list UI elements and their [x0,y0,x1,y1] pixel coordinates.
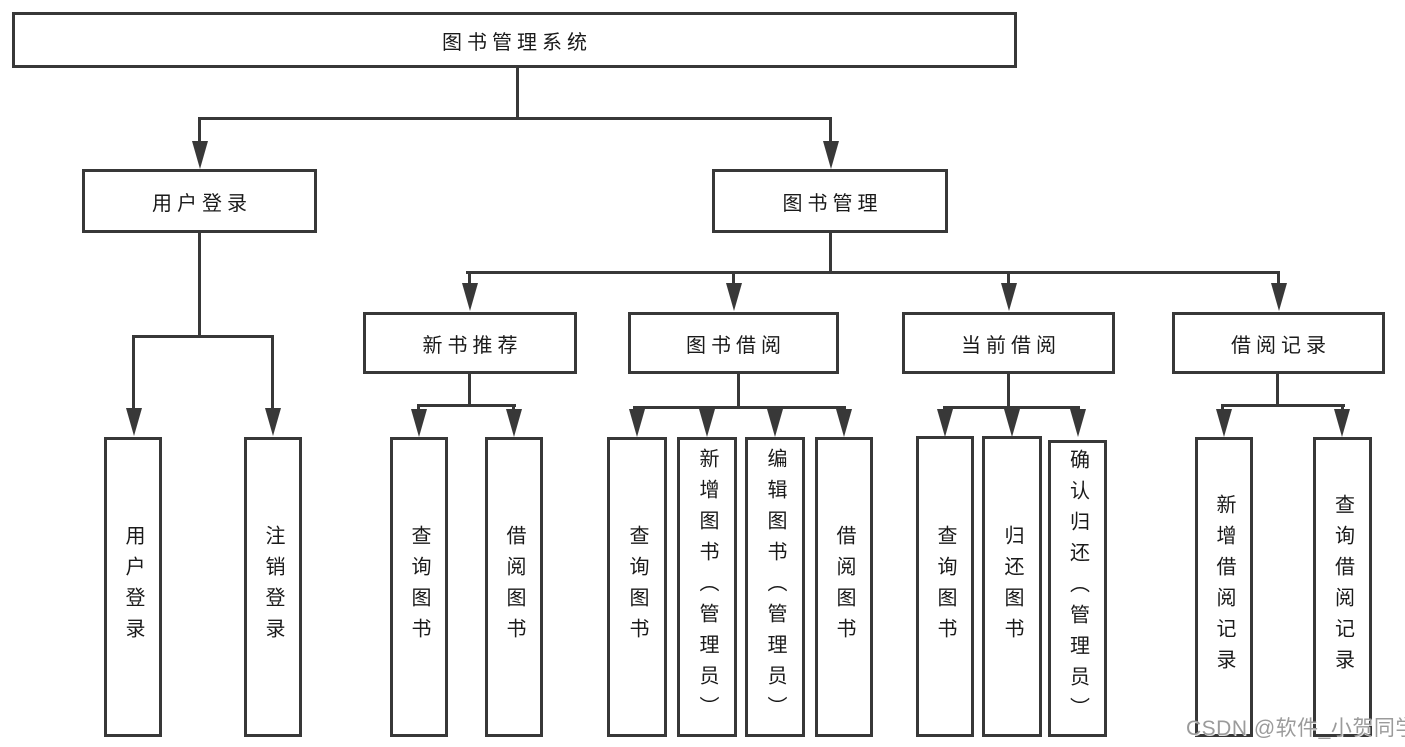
node-label: 图书管理 [782,192,883,215]
arrow-down-icon [1004,409,1020,437]
node-label: 归还图书 [1001,524,1023,649]
node-label: 图书管理系统 [442,31,592,54]
leaf-logout: 注销登录 [244,437,302,737]
arrow-down-icon [1334,409,1350,437]
node-book-management: 图书管理 [712,169,948,233]
node-label: 编辑图书（管理员） [764,447,786,727]
node-label: 图书借阅 [686,334,786,357]
arrow-down-icon [462,283,478,311]
arrow-down-icon [192,141,208,169]
connector-line [417,404,420,412]
arrow-down-icon [1216,409,1232,437]
arrow-down-icon [726,283,742,311]
leaf-edit-book-admin: 编辑图书（管理员） [745,437,805,737]
node-label: 借阅记录 [1231,334,1331,357]
arrow-down-icon [629,409,645,437]
connector-line [1007,271,1010,285]
connector-line [132,335,274,338]
connector-line [1007,374,1010,409]
node-borrow-records: 借阅记录 [1172,312,1385,374]
arrow-down-icon [1070,409,1086,437]
node-label: 查询图书 [626,525,648,649]
leaf-query-borrow-record: 查询借阅记录 [1313,437,1372,737]
node-library-system: 图书管理系统 [12,12,1017,68]
arrow-down-icon [265,408,281,436]
node-label: 新增借阅记录 [1213,494,1235,680]
arrow-down-icon [836,409,852,437]
arrow-down-icon [937,409,953,437]
connector-line [829,117,832,143]
connector-line [198,233,201,338]
csdn-watermark: CSDN @软件_小贺同学 [1186,717,1405,740]
connector-line [198,117,201,143]
connector-line [468,374,471,407]
node-label: 用户登录 [122,525,144,649]
arrow-down-icon [823,141,839,169]
connector-line [1221,404,1224,412]
node-new-book-recommend: 新书推荐 [363,312,577,374]
node-label: 注销登录 [262,525,284,649]
node-label: 借阅图书 [503,525,525,649]
leaf-add-book-admin: 新增图书（管理员） [677,437,737,737]
arrow-down-icon [411,409,427,437]
leaf-user-login: 用户登录 [104,437,162,737]
connector-line [633,406,846,409]
leaf-return-book: 归还图书 [982,436,1042,737]
connector-line [732,271,735,285]
node-current-borrow: 当前借阅 [902,312,1115,374]
leaf-add-borrow-record: 新增借阅记录 [1195,437,1253,737]
arrow-down-icon [126,408,142,436]
connector-line [468,271,471,285]
node-user-login: 用户登录 [82,169,317,233]
connector-line [1221,404,1345,407]
connector-line [466,271,1280,274]
leaf-borrow-books: 借阅图书 [815,437,873,737]
leaf-borrow-books-recommend: 借阅图书 [485,437,543,737]
node-label: 确认归还（管理员） [1066,449,1089,728]
leaf-query-books-current: 查询图书 [916,436,974,737]
node-label: 新增图书（管理员） [696,447,718,727]
connector-line [737,374,740,409]
node-label: 查询借阅记录 [1331,494,1354,680]
node-label: 当前借阅 [961,334,1061,357]
node-label: 新书推荐 [422,334,523,357]
connector-line [516,68,519,120]
arrow-down-icon [1271,283,1287,311]
arrow-down-icon [506,409,522,437]
node-book-borrow: 图书借阅 [628,312,839,374]
arrow-down-icon [699,409,715,437]
connector-line [417,404,516,407]
arrow-down-icon [767,409,783,437]
node-label: 用户登录 [152,192,252,215]
arrow-down-icon [1001,283,1017,311]
connector-line [829,233,832,274]
leaf-query-books-recommend: 查询图书 [390,437,448,737]
node-label: 查询图书 [408,525,430,649]
connector-line [132,335,135,410]
leaf-confirm-return-admin: 确认归还（管理员） [1048,440,1107,737]
node-label: 查询图书 [934,524,956,649]
connector-line [943,406,1080,409]
node-label: 借阅图书 [833,525,855,649]
connector-line [512,404,515,412]
connector-line [271,335,274,410]
connector-line [1277,271,1280,285]
connector-line [1341,404,1344,412]
connector-line [1276,374,1279,407]
leaf-query-books-borrow: 查询图书 [607,437,667,737]
connector-line [198,117,832,120]
